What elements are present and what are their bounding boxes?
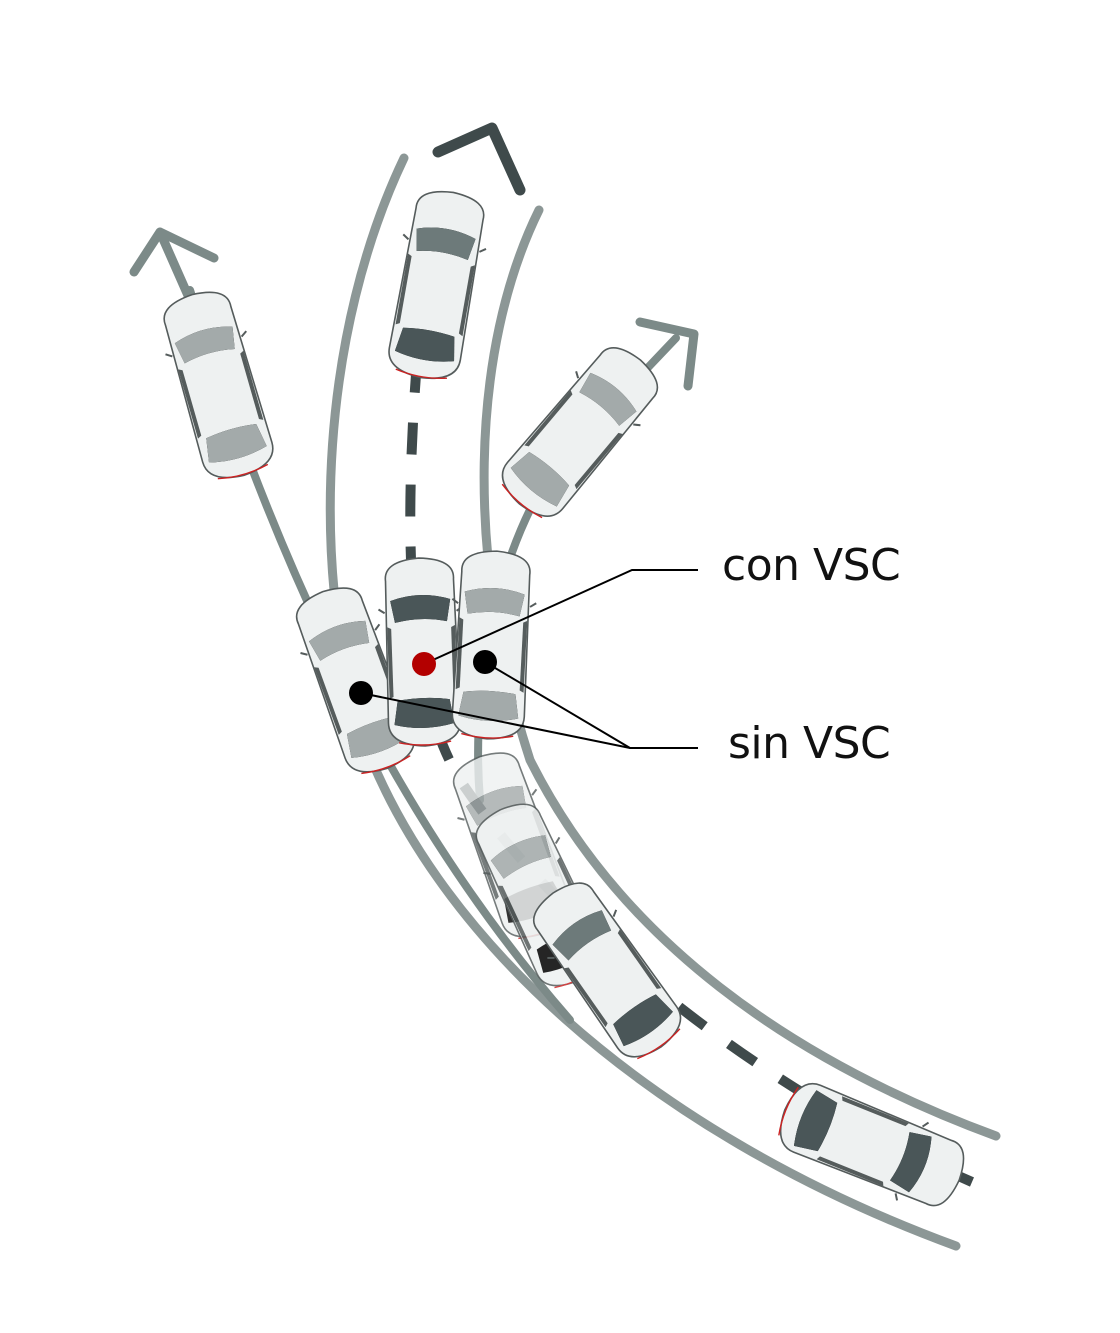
car-with-vsc <box>375 555 469 749</box>
arrow-right-skid <box>635 317 699 391</box>
label-with-vsc: con VSC <box>722 540 901 591</box>
road-edge-right <box>479 205 1001 1141</box>
car-curve-main <box>517 867 697 1073</box>
car-exit-left <box>150 282 286 488</box>
marker-without-vsc-left <box>349 681 373 705</box>
arrow-left-skid <box>129 227 219 305</box>
car-curve-ghost-2 <box>461 791 619 999</box>
leader-line-without-vsc-right <box>484 661 631 749</box>
car-skid-right <box>444 547 540 743</box>
arrow-with-vsc <box>432 122 526 196</box>
car-bottom-right <box>768 1069 976 1221</box>
car-curve-ghost-1 <box>439 741 585 949</box>
leader-line-with-vsc <box>423 569 698 665</box>
marker-without-vsc-right <box>473 650 497 674</box>
label-without-vsc: sin VSC <box>728 718 891 769</box>
car-exit-top <box>378 184 496 386</box>
marker-with-vsc <box>412 652 436 676</box>
car-exit-right <box>486 331 674 533</box>
